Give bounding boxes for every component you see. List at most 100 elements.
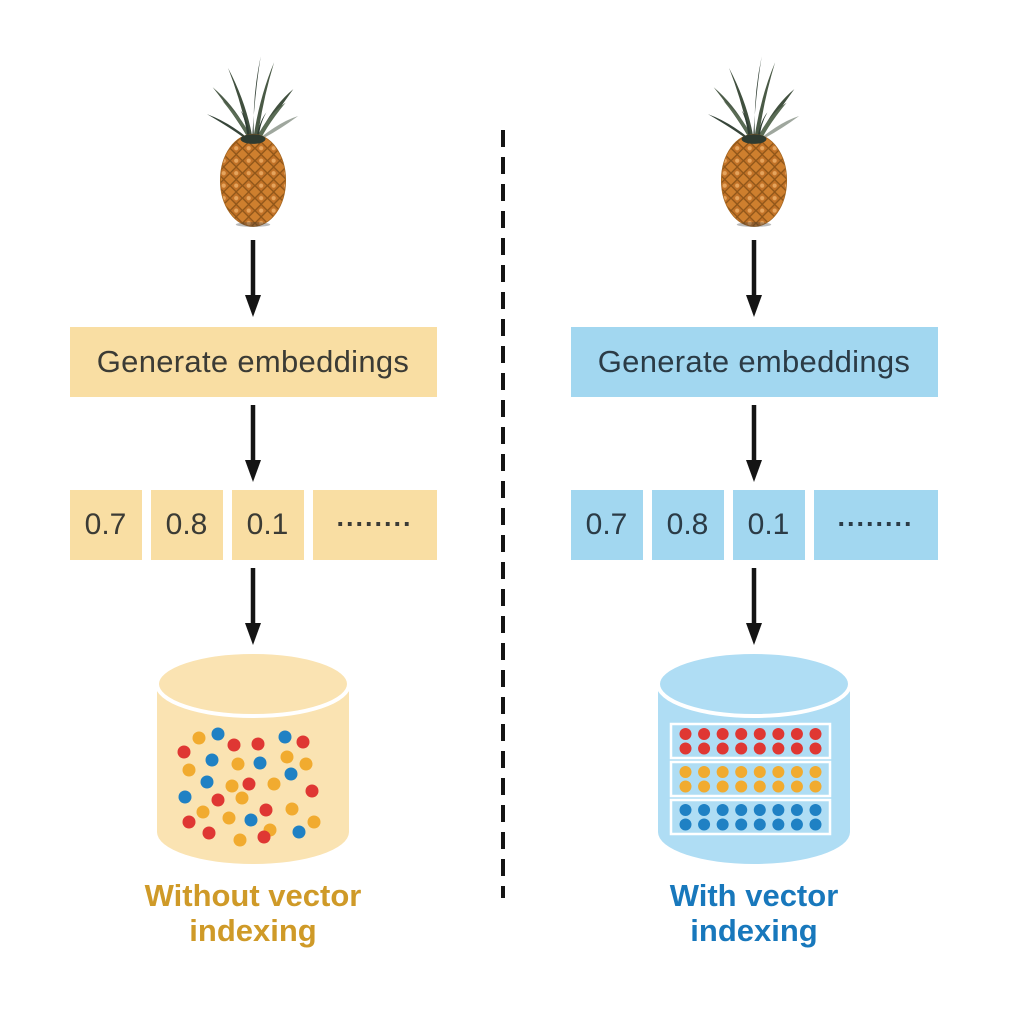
- embedding-dot: [679, 766, 692, 778]
- arrow-down-icon: [244, 405, 262, 483]
- generate-embeddings-box: Generate embeddings: [570, 327, 938, 397]
- embedding-dot: [679, 742, 692, 755]
- caption-line: With vector: [669, 878, 839, 913]
- embedding-dot: [200, 775, 214, 789]
- embedding-dot: [809, 804, 822, 816]
- embedding-dot: [753, 804, 766, 816]
- embedding-dot: [244, 813, 258, 827]
- embedding-dot: [809, 728, 822, 740]
- embedding-dot: [716, 804, 729, 816]
- embedding-dot: [257, 830, 271, 844]
- embedding-dot: [772, 742, 785, 755]
- index-partition-box: [669, 798, 832, 836]
- embedding-dot: [296, 735, 310, 749]
- embedding-dot: [735, 780, 748, 793]
- generate-embeddings-box: Generate embeddings: [69, 327, 437, 397]
- vector-cell: 0.7: [570, 490, 643, 560]
- caption-line: Without vector: [144, 878, 362, 913]
- embedding-dot: [278, 730, 292, 744]
- vector-cell: 0.1: [231, 490, 304, 560]
- database-cylinder-unindexed: [155, 650, 351, 866]
- embedding-dot: [698, 780, 711, 793]
- generate-embeddings-label: Generate embeddings: [597, 344, 911, 379]
- embedding-dot: [790, 780, 803, 793]
- pineapple-image: [707, 56, 800, 228]
- embedding-dot: [809, 780, 822, 793]
- dashed-divider-line: [501, 130, 505, 898]
- embedding-dot: [698, 804, 711, 816]
- embedding-dot: [679, 818, 692, 831]
- embedding-dot: [267, 777, 281, 791]
- embedding-dot: [772, 766, 785, 778]
- embedding-dot: [809, 818, 822, 831]
- index-partition-box: [669, 760, 832, 798]
- embedding-dot: [735, 742, 748, 755]
- embedding-dot: [679, 728, 692, 740]
- embedding-dot: [735, 804, 748, 816]
- embedding-dot: [299, 757, 313, 771]
- embedding-dot: [753, 742, 766, 755]
- embedding-dot: [227, 738, 241, 752]
- embedding-dot: [772, 728, 785, 740]
- embedding-dot: [233, 833, 247, 847]
- embedding-dot: [259, 803, 273, 817]
- embedding-dot: [790, 804, 803, 816]
- embedding-dot: [735, 766, 748, 778]
- indexed-embedding-groups: [669, 722, 832, 836]
- embedding-dot: [222, 811, 236, 825]
- arrow-down-icon: [745, 240, 763, 318]
- embedding-dot: [735, 818, 748, 831]
- vector-cell: 0.1: [732, 490, 805, 560]
- embedding-dot: [235, 791, 249, 805]
- embedding-dot: [679, 804, 692, 816]
- database-cylinder-indexed: [656, 650, 852, 866]
- embedding-dot: [305, 784, 319, 798]
- embedding-dot: [211, 793, 225, 807]
- embedding-dot: [253, 756, 267, 770]
- vector-cell: 0.8: [150, 490, 223, 560]
- embedding-dot: [753, 728, 766, 740]
- embedding-dot: [231, 757, 245, 771]
- embedding-dot: [192, 731, 206, 745]
- embedding-dot: [698, 818, 711, 831]
- embedding-dot: [211, 727, 225, 741]
- embedding-dot: [251, 737, 265, 751]
- embedding-dot: [225, 779, 239, 793]
- index-partition-box: [669, 722, 832, 760]
- pineapple-image: [206, 56, 299, 228]
- embedding-dot: [242, 777, 256, 791]
- embedding-dot: [182, 815, 196, 829]
- embedding-dot: [178, 790, 192, 804]
- embedding-dot: [196, 805, 210, 819]
- caption-line: indexing: [690, 913, 818, 948]
- embedding-dot: [716, 818, 729, 831]
- embedding-dot: [790, 766, 803, 778]
- vector-cell: ........: [312, 490, 437, 560]
- embedding-dot: [307, 815, 321, 829]
- embedding-dot: [753, 780, 766, 793]
- embedding-dot: [753, 818, 766, 831]
- vector-cell: 0.7: [69, 490, 142, 560]
- vector-cell: ........: [813, 490, 938, 560]
- embedding-dot: [280, 750, 294, 764]
- embedding-dot: [772, 804, 785, 816]
- embedding-dot: [753, 766, 766, 778]
- caption-without-vector-indexing: Without vector indexing: [145, 878, 362, 948]
- embedding-dot: [698, 728, 711, 740]
- embedding-dot: [285, 802, 299, 816]
- arrow-down-icon: [745, 405, 763, 483]
- embedding-dot: [790, 728, 803, 740]
- embedding-dot: [716, 766, 729, 778]
- caption-with-vector-indexing: With vector indexing: [670, 878, 839, 948]
- embedding-dot: [809, 766, 822, 778]
- embedding-dot: [205, 753, 219, 767]
- embedding-dot: [716, 780, 729, 793]
- arrow-down-icon: [745, 568, 763, 646]
- embedding-dot: [284, 767, 298, 781]
- embedding-dot: [698, 742, 711, 755]
